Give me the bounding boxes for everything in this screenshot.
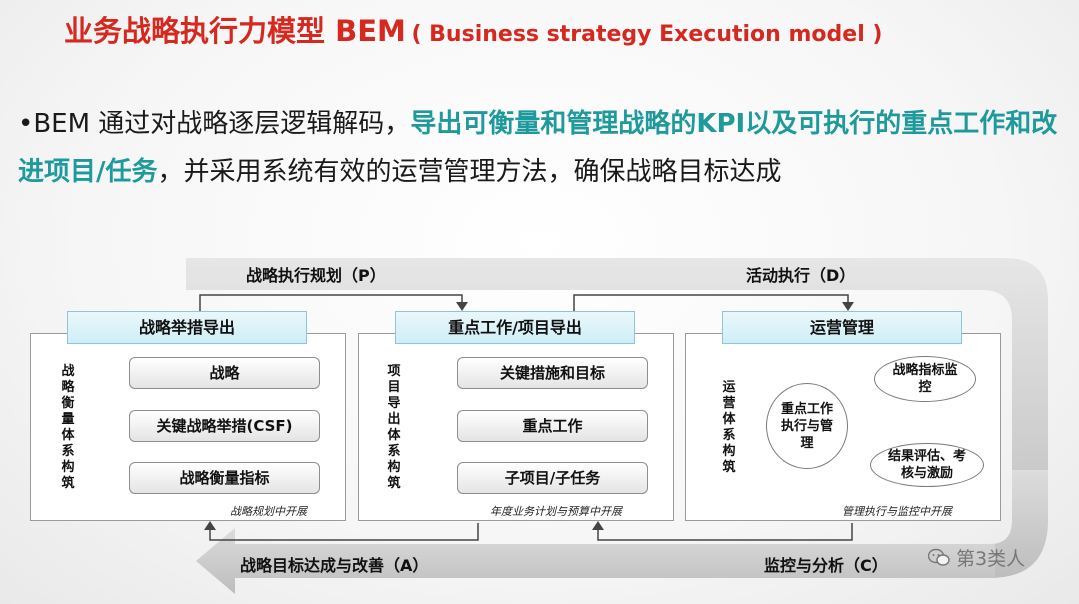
bullet-prefix: •BEM 通过对战略逐层逻辑解码， (18, 109, 411, 139)
panel-projects-header: 重点工作/项目导出 (395, 311, 635, 344)
oval-evaluation: 结果评估、考核与激励 (870, 443, 984, 487)
connector-a-head (204, 521, 216, 530)
bullet-text: •BEM 通过对战略逐层逻辑解码，导出可衡量和管理战略的KPI以及可执行的重点工… (18, 100, 1073, 196)
panel-projects-vertical: 项目导出体系构筑 (387, 364, 401, 491)
watermark: 第3类人 (927, 544, 1026, 571)
title-paren: ( Business strategy Execution model ) (411, 22, 883, 47)
panel-operations-vertical: 运营体系构筑 (722, 380, 736, 475)
item-csf: 关键战略举措(CSF) (129, 410, 320, 442)
connector-d-head (842, 302, 854, 311)
cycle-arrow-bottom (196, 528, 995, 594)
panel-projects-footnote: 年度业务计划与预算中开展 (490, 505, 622, 518)
cycle-label-a: 战略目标达成与改善（A） (240, 556, 429, 575)
watermark-text: 第3类人 (956, 548, 1026, 570)
connector-c (597, 523, 853, 541)
connector-p (199, 294, 463, 312)
page-title: 业务战略执行力模型 BEM ( Business strategy Execut… (64, 8, 1064, 50)
connector-d (573, 294, 849, 312)
wechat-icon (927, 548, 950, 566)
item-subprojects: 子项目/子任务 (457, 462, 648, 494)
panel-strategy-vertical: 战略衡量体系构筑 (61, 364, 75, 491)
cycle-arrow-right (990, 470, 1048, 578)
connector-a (209, 523, 479, 541)
panel-strategy-footnote: 战略规划中开展 (230, 505, 307, 518)
cycle-label-c: 监控与分析（C） (764, 556, 888, 575)
bullet-highlight: 导出可衡量和管理战略的KPI以及可执行的重点工作和改进项目/任务 (18, 109, 1058, 187)
bullet-suffix: ，并采用系统有效的运营管理方法，确保战略目标达成 (157, 157, 782, 187)
connector-p-head (456, 302, 468, 311)
item-strategy-metrics: 战略衡量指标 (129, 462, 320, 494)
item-strategy: 战略 (129, 357, 320, 389)
cycle-label-d: 活动执行（D） (746, 266, 856, 285)
oval-key-work-execution: 重点工作执行与管理 (766, 383, 848, 469)
oval-strategy-monitoring: 战略指标监控 (874, 356, 976, 402)
panel-operations-footnote: 管理执行与监控中开展 (842, 505, 952, 518)
panel-strategy-header: 战略举措导出 (67, 311, 307, 344)
connector-c-head (592, 521, 604, 530)
panel-operations-header: 运营管理 (722, 311, 962, 344)
cycle-arrow-top (186, 258, 1048, 480)
item-key-measures: 关键措施和目标 (457, 357, 648, 389)
cycle-label-p: 战略执行规划（P） (246, 266, 386, 285)
item-key-work: 重点工作 (457, 410, 648, 442)
title-main: 业务战略执行力模型 BEM (64, 14, 406, 48)
